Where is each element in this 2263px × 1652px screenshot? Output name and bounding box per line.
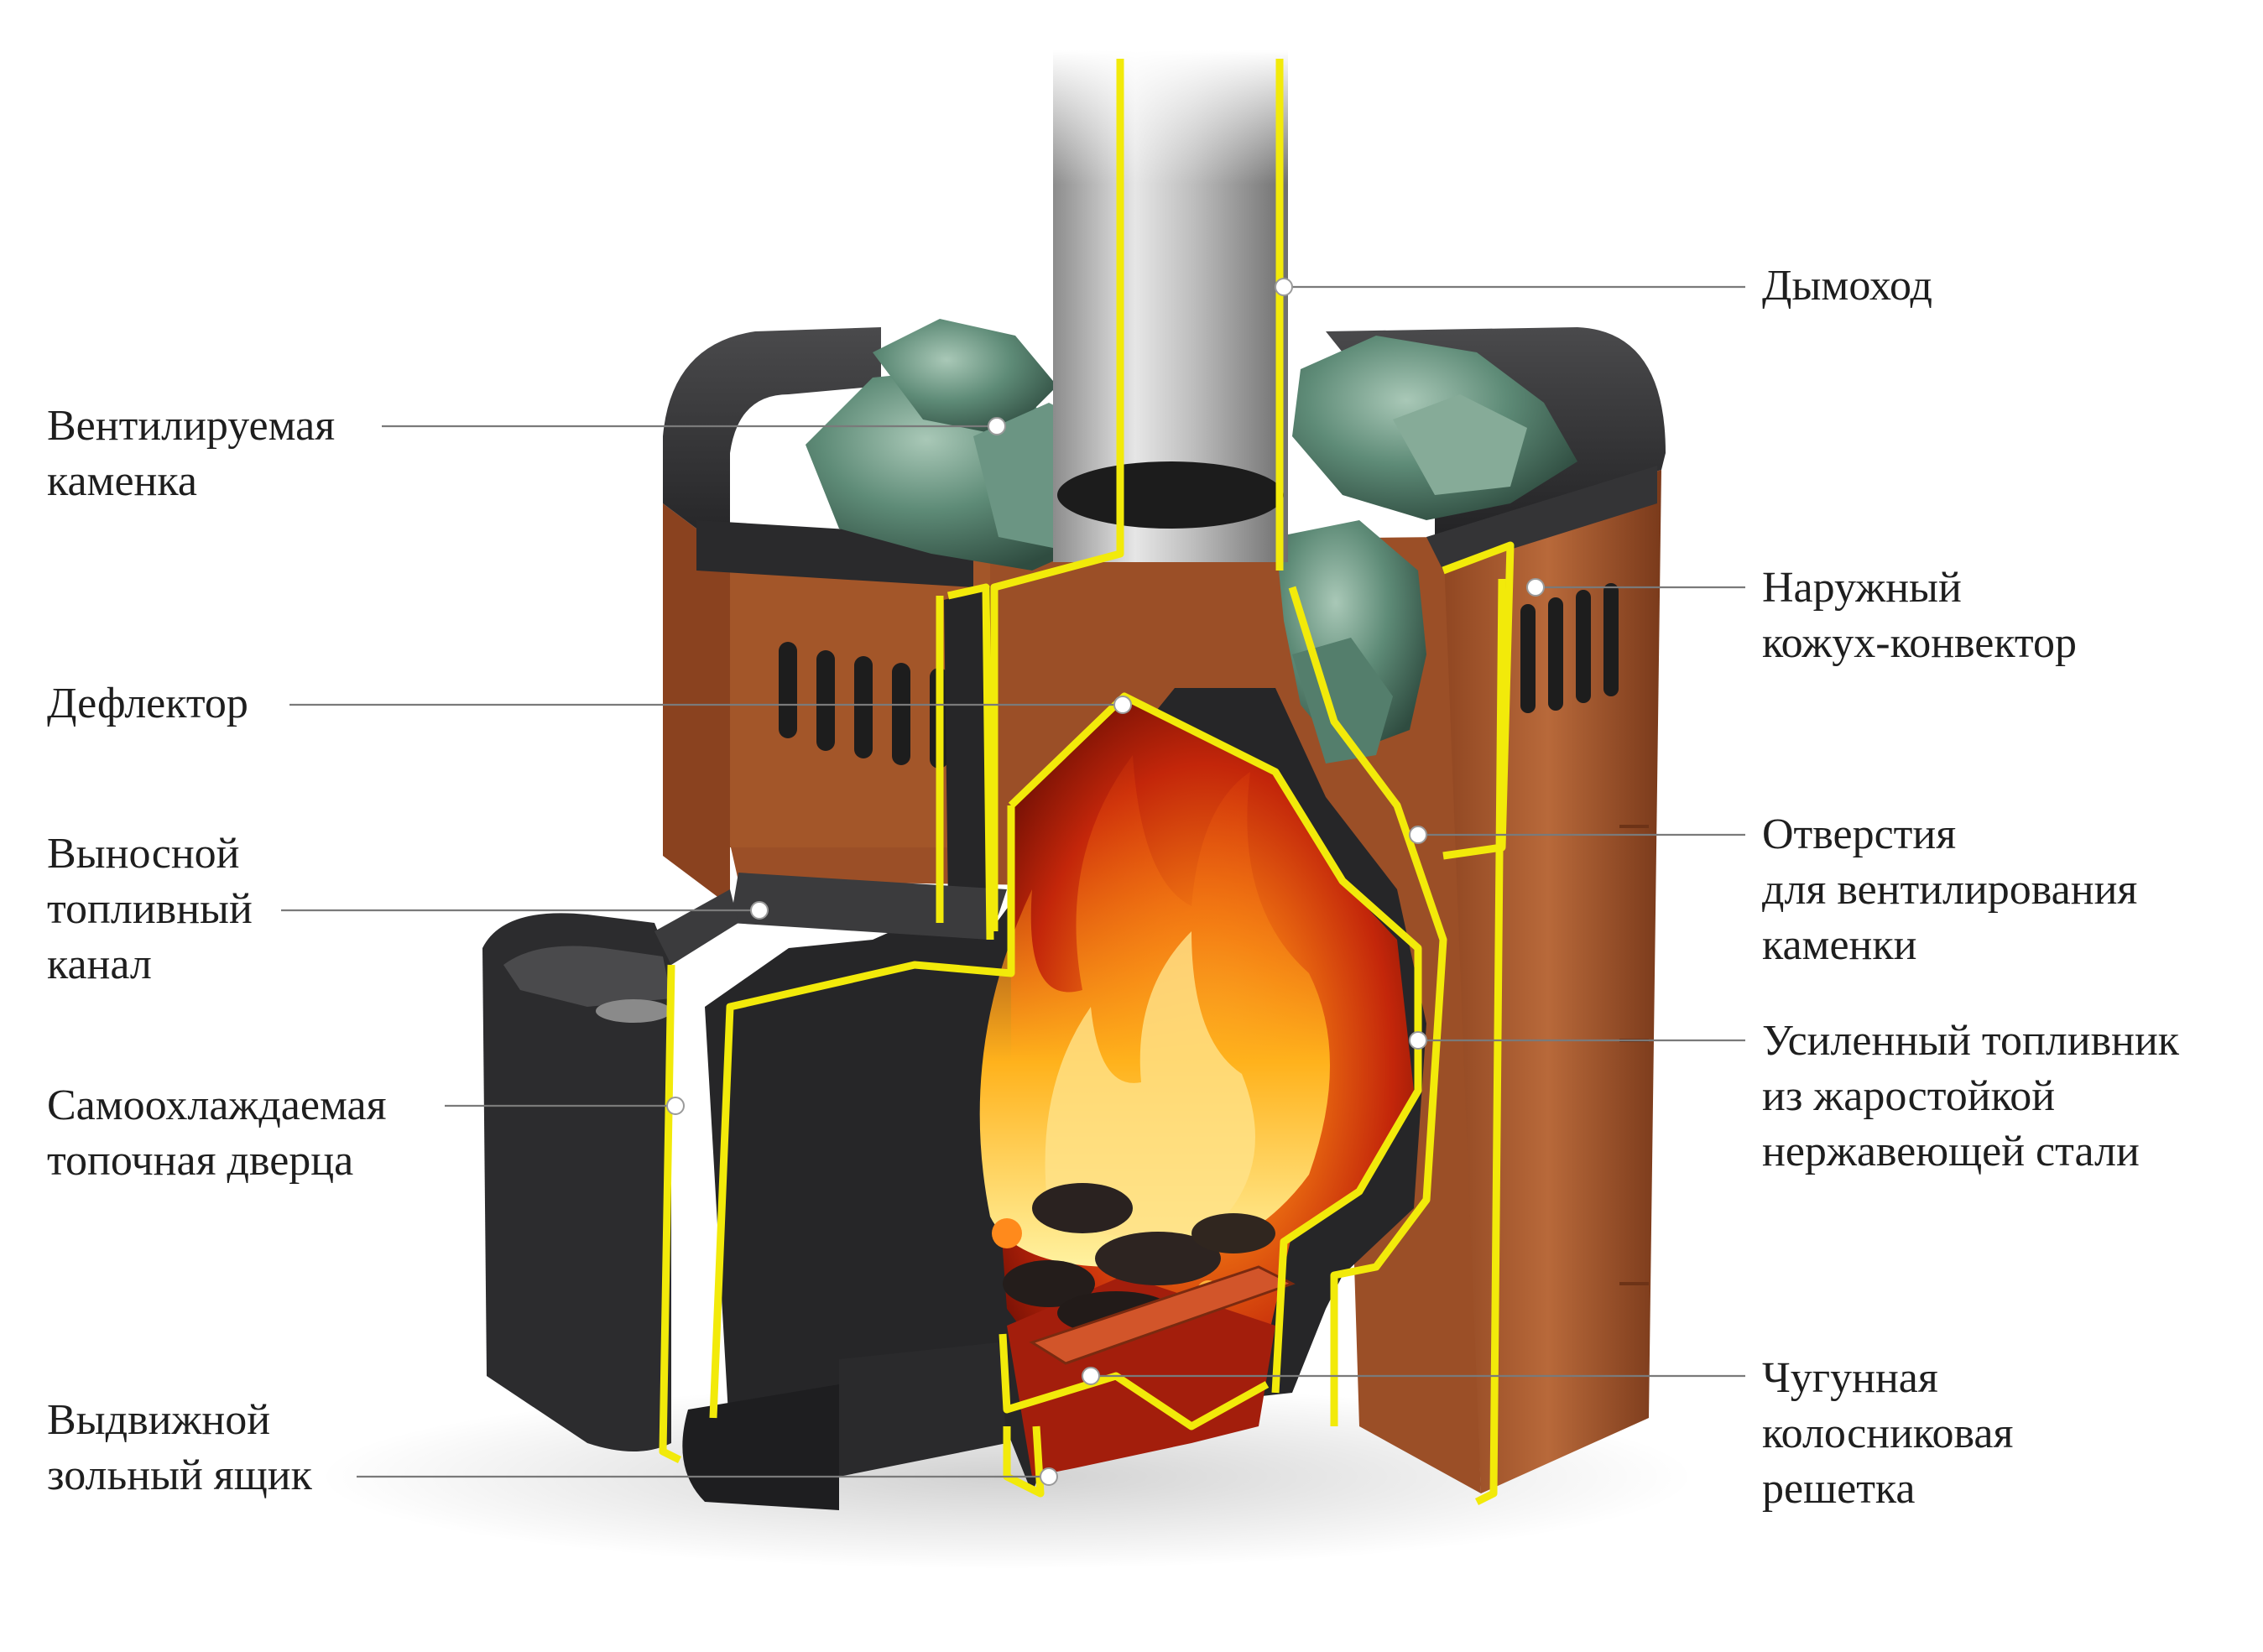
sauna-stones xyxy=(806,319,1577,763)
label-stones-line1: Вентилируемая xyxy=(47,402,336,450)
label-fuel-channel-line2: топливный xyxy=(47,885,253,933)
leader-lines xyxy=(281,285,1745,1478)
label-ash-box-line1: Выдвижной xyxy=(47,1396,271,1444)
label-ash-box-line2: зольный ящик xyxy=(47,1451,312,1499)
label-firebox-line3: нержавеющей стали xyxy=(1762,1128,2140,1175)
label-deflector-line1: Дефлектор xyxy=(47,680,248,727)
label-door: Самоохлаждаемая топочная дверца xyxy=(47,1078,387,1189)
label-stones: Вентилируемая каменка xyxy=(47,399,335,509)
label-stones-line2: каменка xyxy=(47,457,197,505)
chimney-pipe xyxy=(1053,50,1288,562)
label-grate-line3: решетка xyxy=(1762,1465,1916,1513)
label-firebox-line1: Усиленный топливник xyxy=(1762,1017,2180,1065)
label-vent-holes: Отверстия для вентилирования каменки xyxy=(1762,807,2137,973)
label-grate: Чугунная колосниковая решетка xyxy=(1762,1351,2013,1517)
label-outer-casing: Наружный кожух-конвектор xyxy=(1762,560,2077,671)
label-outer-casing-line1: Наружный xyxy=(1762,564,1962,612)
leader-dots xyxy=(666,278,1545,1486)
label-firebox: Усиленный топливник из жаростойкой нержа… xyxy=(1762,1014,2179,1180)
label-grate-line2: колосниковая xyxy=(1762,1410,2014,1457)
vent-slots-right xyxy=(1520,583,1619,713)
label-firebox-line2: из жаростойкой xyxy=(1762,1072,2056,1120)
label-door-line1: Самоохлаждаемая xyxy=(47,1081,387,1129)
label-deflector: Дефлектор xyxy=(47,676,248,732)
label-chimney-line1: Дымоход xyxy=(1762,262,1932,310)
label-vent-holes-line2: для вентилирования xyxy=(1762,866,2138,914)
ash-box xyxy=(682,1342,1007,1510)
label-vent-holes-line1: Отверстия xyxy=(1762,810,1957,858)
label-fuel-channel-line3: канал xyxy=(47,941,152,988)
flames xyxy=(979,755,1330,1267)
label-ash-box: Выдвижной зольный ящик xyxy=(47,1393,312,1503)
section-outline xyxy=(659,59,1515,1506)
label-outer-casing-line2: кожух-конвектор xyxy=(1762,619,2077,667)
grate-plate xyxy=(1029,1265,1296,1365)
label-chimney: Дымоход xyxy=(1762,258,1932,314)
label-fuel-channel-line1: Выносной xyxy=(47,830,240,878)
label-vent-holes-line3: каменки xyxy=(1762,921,1917,969)
vent-slots-left xyxy=(779,642,948,769)
label-door-line2: топочная дверца xyxy=(47,1137,354,1185)
label-fuel-channel: Выносной топливный канал xyxy=(47,826,253,993)
label-grate-line1: Чугунная xyxy=(1762,1354,1938,1402)
